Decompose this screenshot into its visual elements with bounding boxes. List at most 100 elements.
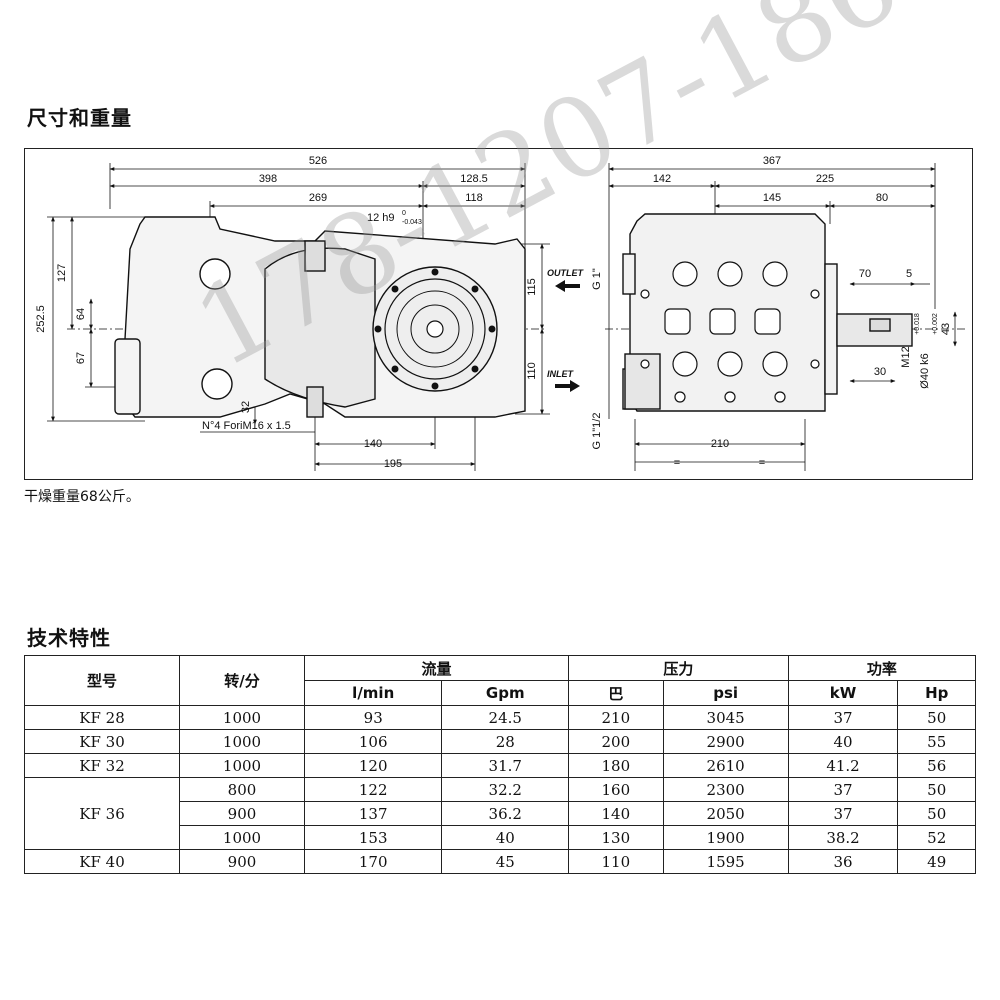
cell-rpm: 1000 — [179, 729, 305, 754]
cell-lmin: 106 — [303, 729, 443, 754]
cell-model: KF 30 — [24, 729, 180, 754]
cell-lmin: 170 — [303, 849, 443, 874]
cell-kw: 37 — [787, 777, 899, 802]
inlet-label: INLET — [547, 369, 575, 379]
dim-526: 526 — [309, 155, 327, 167]
dim-5: 5 — [906, 268, 912, 280]
cell-bar: 200 — [568, 729, 664, 754]
dim-80: 80 — [876, 192, 888, 204]
cell-rpm: 900 — [179, 801, 305, 826]
dim-140: 140 — [364, 438, 382, 450]
cell-psi: 1900 — [662, 825, 789, 850]
header-power: 功率 — [787, 655, 977, 681]
dim-32: 32 — [240, 401, 252, 413]
header-pressure: 压力 — [568, 655, 789, 681]
specs-title: 技术特性 — [27, 626, 111, 650]
cell-model: KF 40 — [24, 849, 180, 874]
cell-bar: 140 — [568, 801, 664, 826]
dim-70: 70 — [859, 268, 871, 280]
cell-hp: 56 — [897, 753, 976, 778]
dim-398: 398 — [259, 173, 277, 185]
cell-lmin: 153 — [303, 825, 443, 850]
cell-hp: 49 — [897, 849, 976, 874]
table-row: KF 36 800 122 32.2 160 2300 37 50 — [24, 777, 976, 850]
cell-model: KF 32 — [24, 753, 180, 778]
cell-rpm: 1000 — [179, 825, 305, 850]
side-view: 526 398 128.5 269 118 12 h9 0 -0.043 252… — [35, 155, 584, 471]
dim-145: 145 — [763, 192, 781, 204]
dim-127: 127 — [56, 264, 68, 282]
cell-lmin: 122 — [303, 777, 443, 802]
cell-psi: 1595 — [662, 849, 789, 874]
shaft-tol-lower: +0.002 — [932, 313, 939, 335]
cell-psi: 3045 — [662, 705, 789, 730]
cell-hp: 55 — [897, 729, 976, 754]
cell-gpm: 31.7 — [441, 753, 570, 778]
dim-252-5: 252.5 — [35, 305, 47, 333]
header-row-1: 型号 转/分 流量 压力 功率 — [24, 655, 977, 706]
shaft-diameter: Ø40 k6 — [919, 353, 931, 388]
header-flow: 流量 — [303, 655, 570, 681]
cell-hp: 50 — [897, 705, 976, 730]
cell-gpm: 45 — [441, 849, 570, 874]
equal-mark-left: = — [674, 457, 680, 469]
cell-rpm: 800 — [179, 777, 305, 802]
header-model: 型号 — [24, 655, 180, 706]
cell-bar: 160 — [568, 777, 664, 802]
header-gpm: Gpm — [441, 680, 570, 706]
cell-bar: 130 — [568, 825, 664, 850]
tolerance-lower: -0.043 — [402, 219, 422, 226]
cell-lmin: 93 — [303, 705, 443, 730]
cell-lmin: 137 — [303, 801, 443, 826]
cell-kw: 37 — [787, 705, 899, 730]
cell-gpm: 40 — [441, 825, 570, 850]
dim-67: 67 — [75, 352, 87, 364]
header-row-2: l/min Gpm 巴 psi kW Hp — [25, 680, 976, 706]
cell-gpm: 28 — [441, 729, 570, 754]
header-kw: kW — [787, 680, 899, 706]
cell-kw: 37 — [787, 801, 899, 826]
cell-kw: 38.2 — [787, 825, 899, 850]
cell-lmin: 120 — [303, 753, 443, 778]
dimensions-title: 尺寸和重量 — [27, 106, 132, 130]
cell-psi: 2610 — [662, 753, 789, 778]
cell-psi: 2900 — [662, 729, 789, 754]
dim-142: 142 — [653, 173, 671, 185]
dim-110: 110 — [526, 362, 538, 380]
cell-rpm: 900 — [179, 849, 305, 874]
port-bottom-label: G 1"1/2 — [591, 413, 603, 450]
technical-drawing: 526 398 128.5 269 118 12 h9 0 -0.043 252… — [24, 148, 973, 480]
bolt-note: N°4 ForiM16 x 1.5 — [202, 420, 291, 432]
cell-bar: 110 — [568, 849, 664, 874]
dim-115: 115 — [526, 278, 538, 296]
cell-model: KF 36 — [24, 777, 180, 850]
table-row: KF 28 1000 93 24.5 210 3045 37 50 — [24, 705, 976, 730]
dim-195: 195 — [384, 458, 402, 470]
table-row: KF 32 1000 120 31.7 180 2610 41.2 56 — [24, 753, 976, 778]
thread-label: M12 — [900, 346, 912, 367]
cell-model: KF 28 — [24, 705, 180, 730]
table-row: 900 137 36.2 140 2050 37 50 — [25, 801, 976, 826]
cell-bar: 180 — [568, 753, 664, 778]
table-row: KF 40 900 170 45 110 1595 36 49 — [24, 849, 976, 874]
shaft-tol-upper: +0.018 — [914, 313, 921, 335]
outlet-label: OUTLET — [547, 268, 584, 278]
cell-gpm: 36.2 — [441, 801, 570, 826]
cell-psi: 2050 — [662, 801, 789, 826]
cell-kw: 36 — [787, 849, 899, 874]
outlet-arrow-icon — [555, 280, 580, 292]
cell-bar: 210 — [568, 705, 664, 730]
dim-367: 367 — [763, 155, 781, 167]
cell-kw: 40 — [787, 729, 899, 754]
cell-rpm: 1000 — [179, 705, 305, 730]
cell-hp: 50 — [897, 801, 976, 826]
cell-gpm: 32.2 — [441, 777, 570, 802]
dim-269: 269 — [309, 192, 327, 204]
cell-gpm: 24.5 — [441, 705, 570, 730]
tolerance-label: 12 h9 — [367, 212, 395, 224]
inlet-arrow-icon — [555, 380, 580, 392]
cell-rpm: 1000 — [179, 753, 305, 778]
cell-hp: 52 — [897, 825, 976, 850]
weight-note: 干燥重量68公斤。 — [24, 489, 140, 505]
dim-225: 225 — [816, 173, 834, 185]
